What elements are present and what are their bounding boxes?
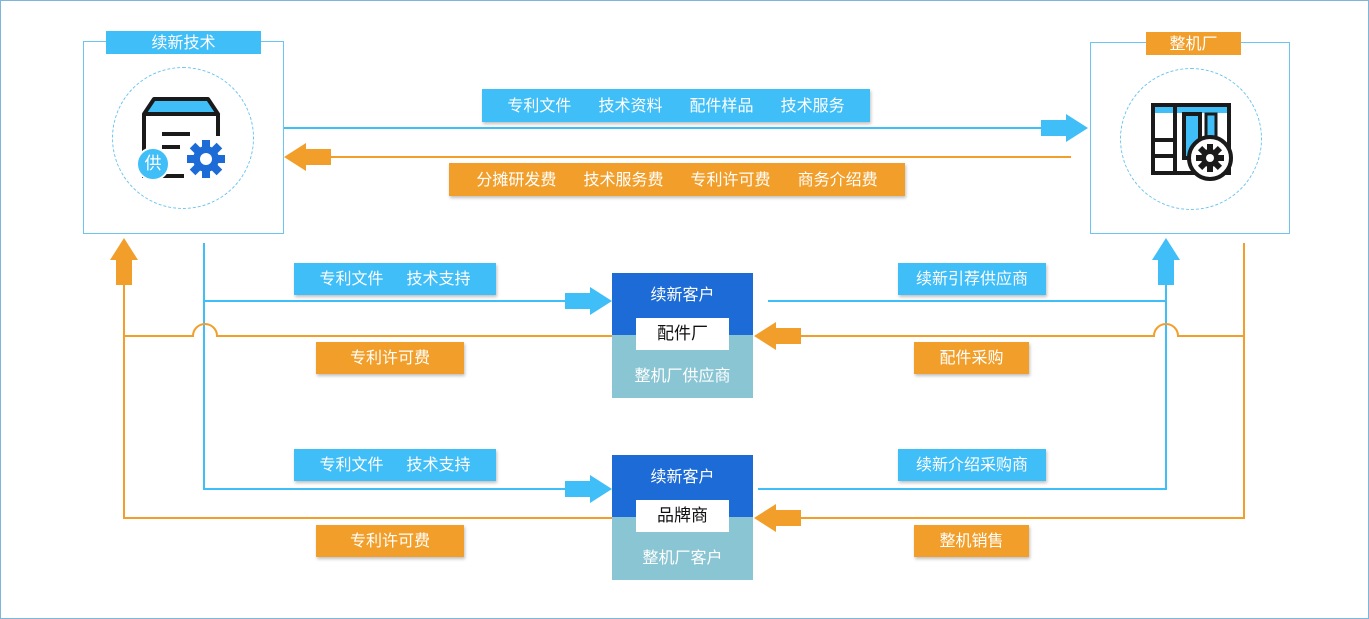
label-node1-support: 专利文件 技术支持	[294, 263, 496, 295]
node-brand: 续新客户 整机厂客户 品牌商	[612, 455, 753, 580]
line-node1-to-supplier	[124, 323, 612, 337]
line-factory-to-node2	[800, 336, 1245, 519]
arrow-up-to-factory	[1152, 238, 1180, 285]
label-rd-share: 分摊研发费	[476, 170, 557, 189]
line-node2-to-supplier	[123, 284, 612, 519]
arrow-to-node1-left	[565, 287, 612, 315]
arrow-to-node2-right	[754, 504, 801, 532]
line-factory-to-node1	[800, 243, 1245, 337]
line-node2-to-factory	[758, 301, 1167, 490]
label-service-fee: 技术服务费	[583, 170, 664, 189]
label-tech-support: 技术支持	[406, 269, 471, 288]
supplier-box-gear-icon	[136, 97, 225, 181]
label-node1-purchase: 配件采购	[914, 342, 1029, 374]
supplier-circle	[112, 67, 254, 209]
arrow-to-node2-left	[565, 475, 612, 503]
label-to-supplier: 分摊研发费 技术服务费 专利许可费 商务介绍费	[449, 163, 905, 196]
label-tech-info: 技术资料	[598, 96, 663, 115]
arrow-to-supplier	[284, 143, 331, 171]
label-to-factory: 专利文件 技术资料 配件样品 技术服务	[482, 89, 870, 122]
label-node1-recommend: 续新引荐供应商	[898, 263, 1046, 295]
label-node2-support: 专利文件 技术支持	[294, 449, 496, 481]
label-license-fee: 专利许可费	[690, 170, 771, 189]
factory-circle	[1120, 68, 1262, 210]
label-node1-license-fee: 专利许可费	[316, 342, 464, 374]
factory-machine-icon	[1151, 103, 1233, 181]
arrow-to-node1-right	[754, 322, 801, 350]
arrow-to-factory	[1041, 114, 1088, 142]
label-patent-docs: 专利文件	[319, 269, 384, 288]
label-node2-introduce: 续新介绍采购商	[898, 449, 1046, 481]
label-tech-service: 技术服务	[780, 96, 845, 115]
label-intro-fee: 商务介绍费	[797, 170, 878, 189]
factory-title: 整机厂	[1146, 32, 1241, 55]
node1-mid: 配件厂	[636, 318, 729, 350]
node2-mid: 品牌商	[636, 500, 729, 532]
node-parts-factory: 续新客户 整机厂供应商 配件厂	[612, 273, 753, 398]
supplier-badge: 供	[144, 154, 162, 174]
label-patent-docs: 专利文件	[507, 96, 572, 115]
label-patent-docs: 专利文件	[319, 455, 384, 474]
label-node2-license-fee: 专利许可费	[316, 525, 464, 557]
label-tech-support: 技术支持	[406, 455, 471, 474]
label-node2-sales: 整机销售	[914, 525, 1029, 557]
label-part-samples: 配件样品	[689, 96, 754, 115]
arrow-up-to-supplier	[110, 238, 138, 285]
supplier-title: 续新技术	[106, 31, 261, 54]
line-supplier-to-node2	[203, 301, 566, 490]
